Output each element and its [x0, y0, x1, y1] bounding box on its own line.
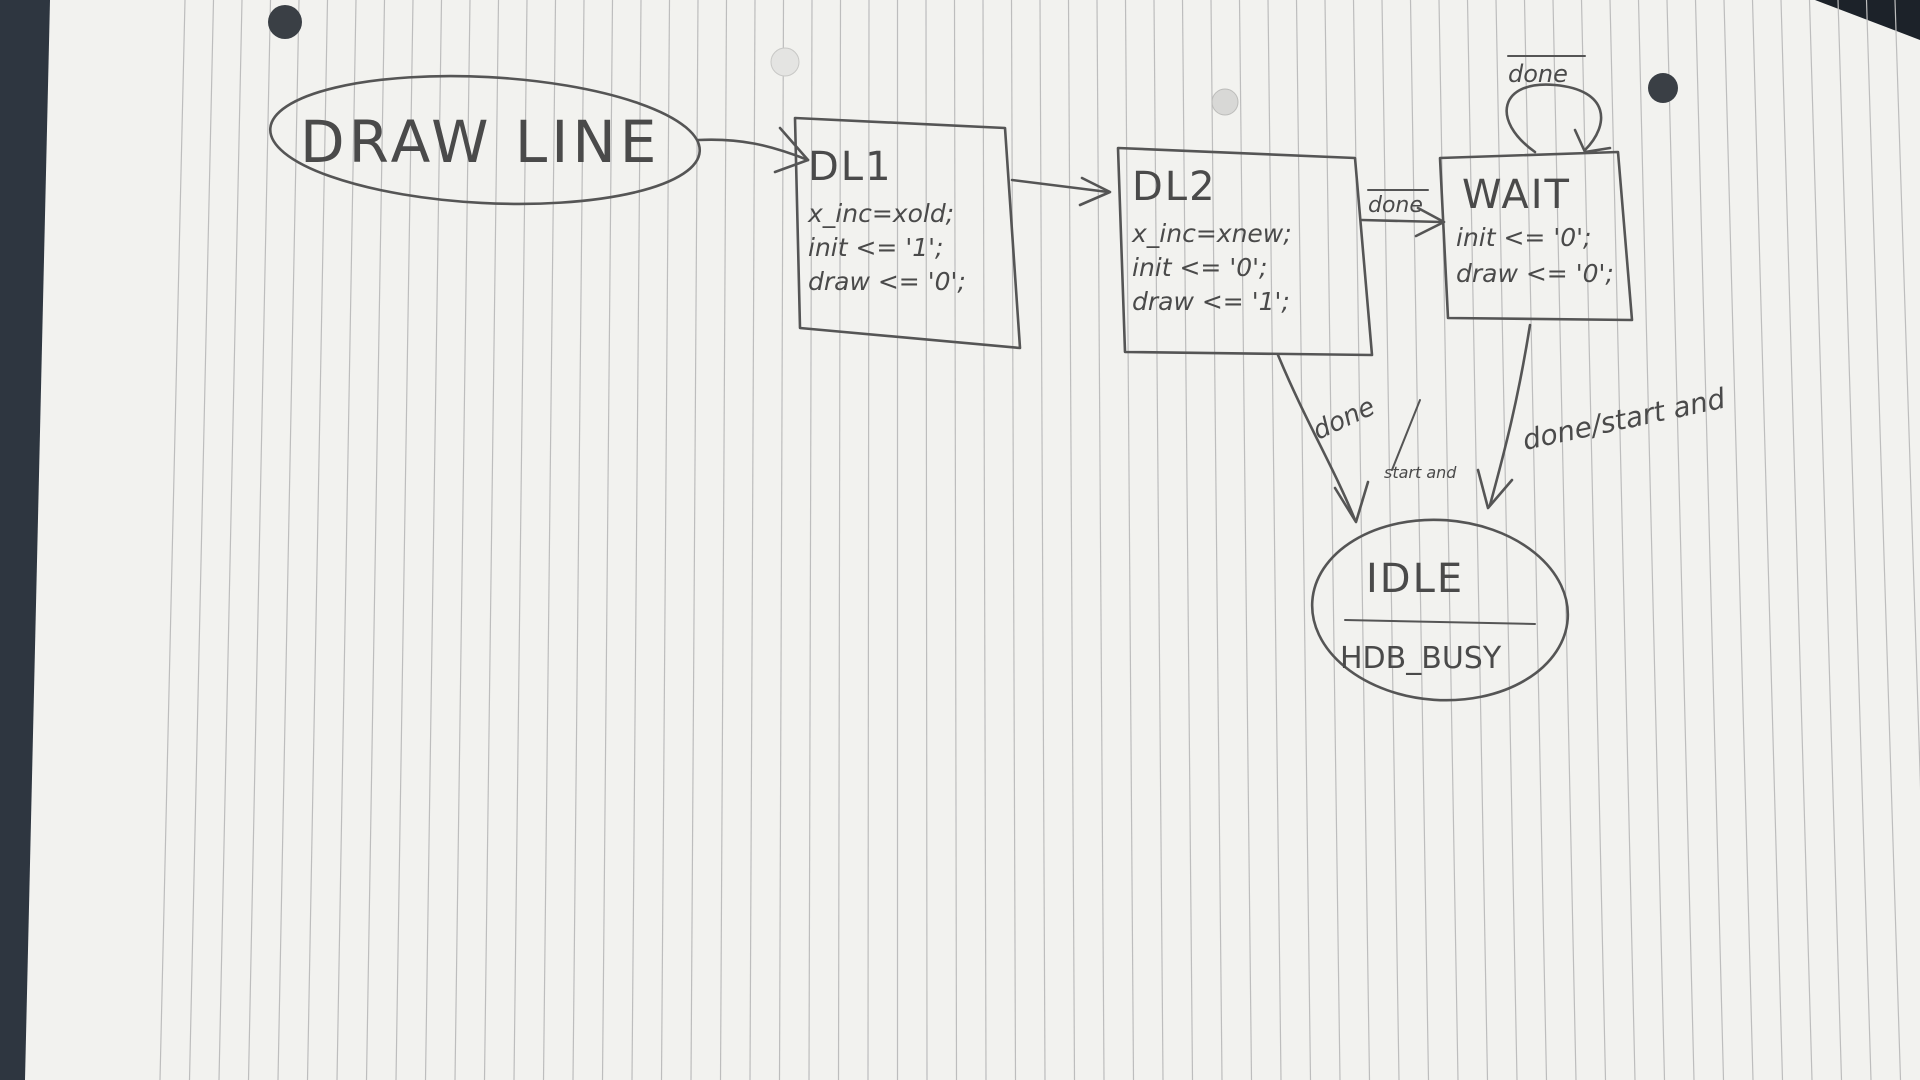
paper-rule-line [749, 0, 756, 1080]
paper-rule-line [1324, 0, 1341, 1080]
paper-rule-line [1124, 0, 1135, 1080]
paper-rule-line [953, 0, 958, 1080]
paper-rule-line [247, 0, 272, 1080]
paper-rule-line [218, 0, 243, 1080]
paper-ruling [159, 0, 1920, 1080]
paper-rule-line [778, 0, 785, 1080]
state-name-dl1: DL1 [808, 144, 893, 190]
paper-rule-line [660, 0, 671, 1080]
state-name-dl2: DL2 [1132, 164, 1217, 210]
paper-rule-line [601, 0, 614, 1080]
idle-name: IDLE [1366, 556, 1464, 602]
paper-rule-line [1666, 0, 1695, 1080]
paper-rule-line [982, 0, 987, 1080]
paper-rule-line [1523, 0, 1548, 1080]
state-action: x_inc=xold; [807, 199, 954, 228]
self-loop-label: done [1508, 60, 1568, 88]
paper-rule-line [1381, 0, 1400, 1080]
paper-rule-line [306, 0, 329, 1080]
state-box-dl1 [793, 116, 1022, 350]
state-name-wait: WAIT [1462, 172, 1571, 218]
binder-hole [770, 47, 800, 77]
paper-rule-line [1267, 0, 1282, 1080]
idle-output: HDB_BUSY [1340, 641, 1502, 676]
paper-rule-line [1751, 0, 1784, 1080]
arrowhead [1333, 480, 1370, 524]
idle-ellipse [1310, 518, 1570, 702]
state-action: init <= '0'; [1456, 223, 1591, 252]
paper-rule-line [1153, 0, 1164, 1080]
paper-rule-line [188, 0, 215, 1080]
paper-rule-line [1865, 0, 1902, 1080]
paper-rule-line [1723, 0, 1754, 1080]
paper-rule-line [1495, 0, 1518, 1080]
paper-rule-line [395, 0, 414, 1080]
paper-rule-line [159, 0, 186, 1080]
paper-rule-line [837, 0, 842, 1080]
arrow-dl2-to-wait [1360, 218, 1444, 224]
state-action: init <= '1'; [808, 233, 943, 262]
paper-rule-line [1067, 0, 1076, 1080]
self-loop-wait [1505, 83, 1603, 154]
paper-rule-line [1238, 0, 1253, 1080]
guard-slash [1391, 399, 1421, 471]
paper-rule-line [1694, 0, 1725, 1080]
paper-rule-line [925, 0, 928, 1080]
start-ellipse [268, 74, 702, 206]
paper-rule-line [719, 0, 728, 1080]
arrow-dl2-to-idle [1276, 353, 1357, 522]
paper-rule-line [277, 0, 300, 1080]
paper-rule-line [867, 0, 870, 1080]
paper-rule-line [336, 0, 357, 1080]
paper-rule-line [1295, 0, 1312, 1080]
binder-hole [1648, 73, 1678, 103]
paper-rule-line [454, 0, 471, 1080]
arrow-dl1-to-dl2 [1010, 178, 1110, 194]
arrowhead [1078, 176, 1112, 207]
paper-rule-line [513, 0, 528, 1080]
binder-hole [268, 5, 302, 39]
paper-rule-line [542, 0, 557, 1080]
state-action: draw <= '0'; [1456, 259, 1614, 288]
paper-rule-line [1466, 0, 1489, 1080]
state-box-dl2 [1116, 146, 1374, 357]
paper-rule-line [1039, 0, 1046, 1080]
binder-hole [1211, 88, 1239, 116]
arrowhead [1573, 128, 1612, 154]
paper-rule-line [690, 0, 699, 1080]
paper-rule-line [808, 0, 813, 1080]
paper-rule-line [1096, 0, 1105, 1080]
paper-rule-line [1780, 0, 1813, 1080]
paper-rule-line [572, 0, 585, 1080]
state-action: draw <= '0'; [808, 267, 966, 296]
paper-rule-line [1552, 0, 1577, 1080]
paper-rule-line [1808, 0, 1843, 1080]
paper-rule-line [1609, 0, 1636, 1080]
state-action: x_inc=xnew; [1131, 219, 1292, 248]
paper-rule-line [1210, 0, 1223, 1080]
state-action: init <= '0'; [1132, 253, 1267, 282]
paper-rule-line [424, 0, 443, 1080]
transition-action-start-and: start and [1384, 463, 1457, 482]
transition-label-done: done [1368, 193, 1423, 218]
idle-divider [1344, 619, 1536, 625]
paper-rule-line [1637, 0, 1666, 1080]
paper-rule-line [1837, 0, 1872, 1080]
paper-rule-line [1181, 0, 1194, 1080]
state-box-wait [1438, 150, 1634, 322]
paper-rule-line [365, 0, 386, 1080]
arrow-wait-to-idle [1488, 323, 1532, 507]
arrowhead [773, 126, 810, 174]
state-action: draw <= '1'; [1132, 287, 1290, 316]
paper-rule-line [631, 0, 642, 1080]
paper-rule-line [1894, 0, 1920, 790]
paper-rule-line [1409, 0, 1430, 1080]
arrowhead [1476, 468, 1514, 510]
start-label: DRAW LINE [300, 108, 660, 176]
paper-rule-line [1580, 0, 1607, 1080]
paper-rule-line [483, 0, 500, 1080]
